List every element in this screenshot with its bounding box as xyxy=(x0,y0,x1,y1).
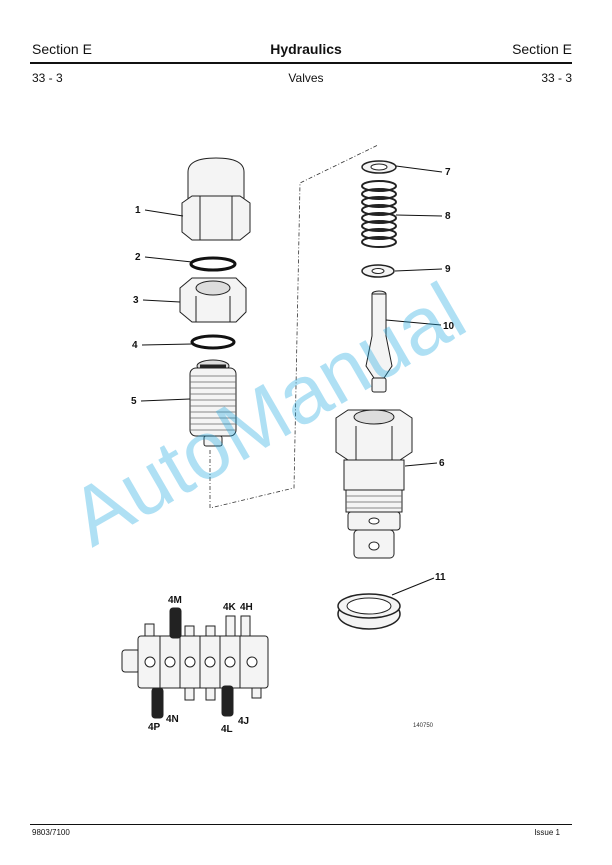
figure-number: 140750 xyxy=(413,723,434,729)
page-number-right: 33 - 3 xyxy=(541,71,572,85)
callout-7: 7 xyxy=(445,167,451,178)
callout-3: 3 xyxy=(133,295,139,306)
inset-label-4k: 4K xyxy=(223,602,237,613)
part-poppet xyxy=(365,290,393,393)
inset-label-4p: 4P xyxy=(148,722,161,733)
footer-rule xyxy=(30,824,572,825)
callout-8: 8 xyxy=(445,211,451,222)
watermark: AutoManual xyxy=(56,266,481,564)
part-cap-nut xyxy=(181,157,251,241)
assembly-line xyxy=(209,144,379,509)
page-subtitle: Valves xyxy=(288,71,324,85)
callout-1: 1 xyxy=(135,205,141,216)
part-washer-lower xyxy=(361,264,395,278)
document-number: 9803/7100 xyxy=(32,828,70,837)
issue-label: Issue 1 xyxy=(534,828,560,837)
part-lock-nut xyxy=(179,277,247,323)
inset-label-4l: 4L xyxy=(221,724,233,735)
inset-label-4m: 4M xyxy=(168,595,182,606)
inset-label-4h: 4H xyxy=(240,602,253,613)
callout-4: 4 xyxy=(132,340,138,351)
callout-9: 9 xyxy=(445,264,451,275)
callout-6: 6 xyxy=(439,458,445,469)
callout-5: 5 xyxy=(131,396,137,407)
part-seal-ring xyxy=(337,593,401,630)
part-spring xyxy=(361,180,397,248)
part-washer-upper xyxy=(361,160,397,174)
callout-2: 2 xyxy=(135,252,141,263)
part-valve-body xyxy=(335,409,413,559)
callout-11: 11 xyxy=(435,572,446,583)
callout-10: 10 xyxy=(443,321,455,332)
part-o-ring-upper xyxy=(189,256,237,272)
page-title: Hydraulics xyxy=(270,41,342,57)
inset-valve-block xyxy=(121,607,269,719)
section-label-right: Section E xyxy=(512,41,572,57)
header-rule xyxy=(30,62,572,64)
part-adjuster-screw xyxy=(189,359,237,447)
part-o-ring-lower xyxy=(190,334,236,350)
inset-label-4n: 4N xyxy=(166,714,179,725)
inset-label-4j: 4J xyxy=(238,716,249,727)
page-number-left: 33 - 3 xyxy=(32,71,63,85)
section-label-left: Section E xyxy=(32,41,92,57)
leader-lines xyxy=(140,165,443,596)
